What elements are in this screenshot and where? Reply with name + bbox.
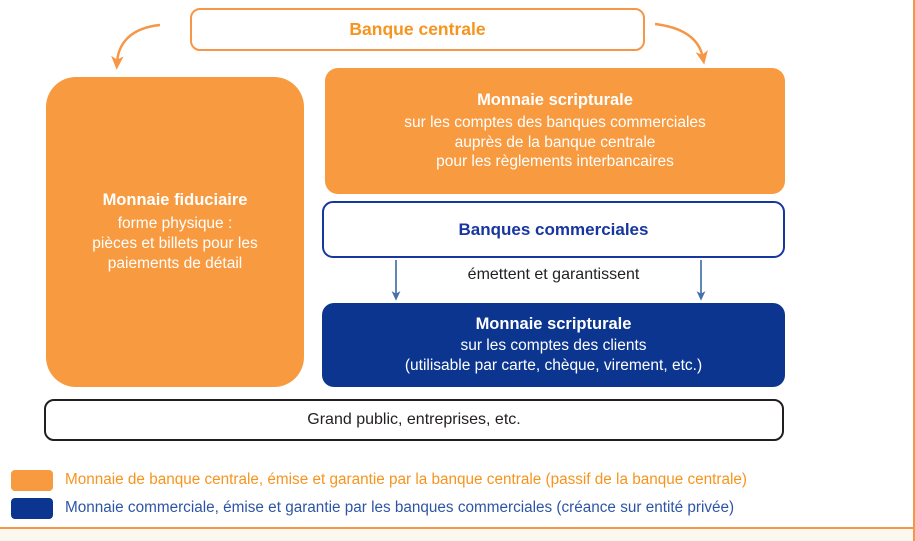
fiduciary-title: Monnaie fiduciaire [102,191,248,210]
legend-item-central-bank-money: Monnaie de banque centrale, émise et gar… [0,466,915,494]
legend-label-commercial-money: Monnaie commerciale, émise et garantie p… [65,499,735,516]
commercial-banks-box: Banques commerciales [322,201,785,258]
bottom-accent-band [0,527,913,541]
fiduciary-money-box: Monnaie fiduciaire forme physique : pièc… [46,77,304,387]
fiduciary-line-1: forme physique : [117,215,233,233]
legend-swatch-blue [11,497,53,519]
central-bank-box: Banque centrale [190,8,645,51]
scriptural-central-bank-line-3: pour les règlements interbancaires [436,153,674,171]
scriptural-clients-title: Monnaie scripturale [475,315,632,334]
scriptural-clients-line-1: sur les comptes des clients [460,337,647,355]
issue-and-guarantee-label: émettent et garantissent [467,266,640,283]
scriptural-central-bank-line-2: auprès de la banque centrale [454,133,656,151]
legend: Monnaie de banque centrale, émise et gar… [0,466,915,522]
general-public-box: Grand public, entreprises, etc. [44,399,784,441]
legend-label-central-bank-money: Monnaie de banque centrale, émise et gar… [65,471,748,488]
arrow-central-bank-to-scriptural [654,22,708,65]
scriptural-clients-line-2: (utilisable par carte, chèque, virement,… [404,357,703,375]
scriptural-central-bank-title: Monnaie scripturale [477,90,633,109]
fiduciary-line-3: paiements de détail [107,254,243,272]
scriptural-money-clients-box: Monnaie scripturale sur les comptes des … [322,303,785,387]
general-public-label: Grand public, entreprises, etc. [307,410,521,428]
central-bank-label: Banque centrale [349,19,486,40]
legend-swatch-orange [11,469,53,491]
scriptural-money-central-bank-box: Monnaie scripturale sur les comptes des … [325,68,785,194]
commercial-banks-label: Banques commerciales [458,219,649,239]
legend-item-commercial-money: Monnaie commerciale, émise et garantie p… [0,494,915,522]
arrow-central-bank-to-fiduciary [111,23,161,70]
fiduciary-line-2: pièces et billets pour les [92,235,258,253]
scriptural-central-bank-line-1: sur les comptes des banques commerciales [404,113,706,131]
